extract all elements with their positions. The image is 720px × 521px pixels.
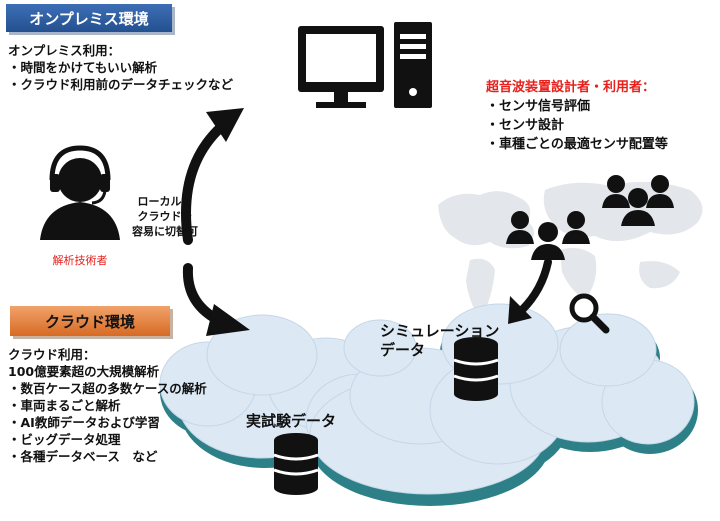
- people-group-icon: [602, 175, 674, 226]
- cloud-usage-item: ・ビッグデータ処理: [8, 432, 121, 447]
- switch-note-line: クラウドを: [137, 210, 193, 223]
- onpremise-usage: オンプレミス利用： ・時間をかけてもいい解析 ・クラウド利用前のデータチェックな…: [8, 42, 233, 93]
- cloud-title: クラウド環境: [10, 306, 170, 336]
- arrow-down-icon: [182, 263, 250, 336]
- arrow-up-icon: [181, 108, 244, 245]
- onpremise-usage-heading: オンプレミス利用：: [8, 43, 121, 58]
- database-icon: [453, 337, 499, 401]
- onpremise-title: オンプレミス環境: [6, 4, 172, 32]
- cloud-usage-item: ・数百ケース超の多数ケースの解析: [8, 381, 207, 396]
- switch-note-line: ローカルと: [137, 195, 193, 208]
- switch-note-line: 容易に切替可: [132, 225, 198, 238]
- designers-item: ・センサ信号評価: [486, 99, 591, 114]
- engineer-label: 解析技術者: [52, 254, 108, 267]
- simulation-data-label-line: シミュレーション: [380, 322, 500, 340]
- cloud-usage-heading: クラウド利用：: [8, 347, 96, 362]
- experiment-data-label: 実試験データ: [246, 412, 337, 430]
- simulation-data-label: シミュレーション データ: [380, 322, 499, 360]
- switch-note: ローカルと クラウドを 容易に切替可: [120, 194, 210, 239]
- cloud-icon: [159, 303, 698, 506]
- database-icon: [273, 433, 319, 495]
- onpremise-usage-item: ・時間をかけてもいい解析: [8, 60, 158, 75]
- people-group-icon: [506, 211, 590, 260]
- engineer-icon: [40, 145, 120, 240]
- designers-item: ・車種ごとの最適センサ配置等: [486, 137, 668, 152]
- cloud-usage-item: ・車両まるごと解析: [8, 398, 121, 413]
- computer-icon: [298, 22, 432, 108]
- cloud-usage-item: ・各種データベース など: [8, 449, 158, 464]
- designers-item: ・センサ設計: [486, 118, 565, 133]
- arrow-to-cloud-icon: [508, 258, 552, 324]
- designers-heading: 超音波装置設計者・利用者：: [486, 80, 656, 95]
- cloud-usage-item: 100億要素超の大規模解析: [8, 364, 160, 379]
- cloud-usage-item: ・AI教師データおよび学習: [8, 415, 160, 430]
- designers-block: 超音波装置設計者・利用者： ・センサ信号評価 ・センサ設計 ・車種ごとの最適セン…: [486, 78, 668, 154]
- simulation-data-label-line: データ: [380, 341, 426, 359]
- cloud-usage: クラウド利用： 100億要素超の大規模解析 ・数百ケース超の多数ケースの解析 ・…: [8, 346, 207, 465]
- onpremise-usage-item: ・クラウド利用前のデータチェックなど: [8, 77, 234, 92]
- magnifier-icon: [569, 293, 610, 334]
